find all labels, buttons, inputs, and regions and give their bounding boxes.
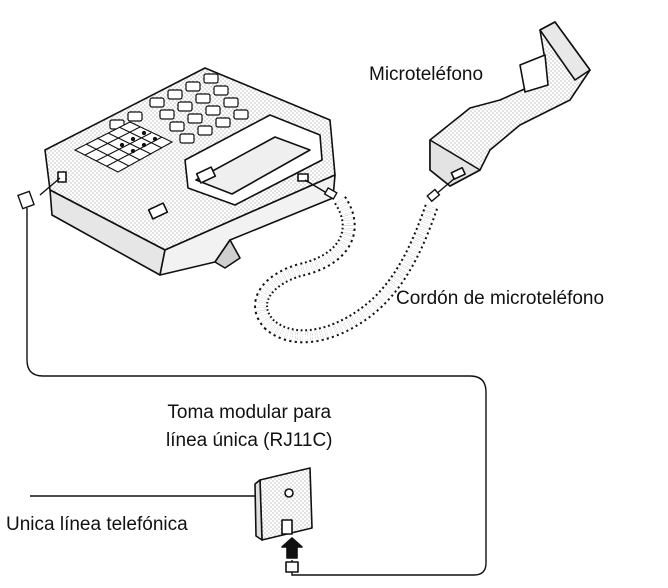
handset-receiver — [429, 21, 591, 187]
modular-jack-label-line2: línea única (RJ11C) — [166, 430, 333, 451]
modular-jack — [30, 467, 313, 573]
handset-label: Microteléfono — [369, 64, 484, 85]
modular-jack-label-line1: Toma modular para — [167, 402, 332, 423]
function-key-panel — [73, 121, 174, 173]
telephone-base — [44, 67, 336, 276]
handset-cord-label: Cordón de microteléfono — [396, 288, 605, 309]
line-cord — [17, 177, 487, 576]
phone-line-label: Unica línea telefónica — [6, 514, 188, 535]
modular-jack-label: Toma modular para línea única (RJ11C) — [166, 402, 333, 452]
handset-cord — [254, 177, 456, 344]
keypad — [109, 73, 249, 144]
